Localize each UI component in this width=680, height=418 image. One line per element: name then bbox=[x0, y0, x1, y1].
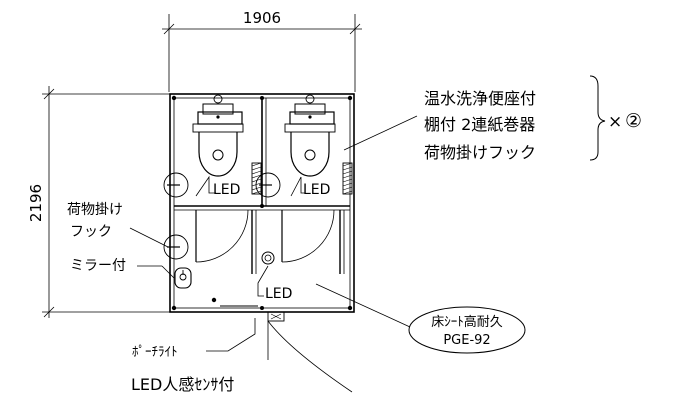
callout-brace bbox=[589, 75, 606, 161]
partitions bbox=[174, 98, 350, 274]
fixture-callout-line2: 棚付 2連紙巻器 bbox=[424, 115, 535, 134]
coat-hook-vestibule bbox=[163, 234, 189, 260]
depth-dimension-value: 2196 bbox=[27, 184, 45, 222]
width-dimension-value: 1906 bbox=[243, 9, 281, 27]
led-label-vestibule: LED bbox=[265, 286, 292, 302]
porch-light-label: ﾎﾟｰﾁﾗｲﾄ bbox=[132, 345, 178, 360]
coat-hook-label-line1: 荷物掛け bbox=[67, 202, 123, 218]
mirror-label: ミラー付 bbox=[70, 258, 126, 274]
leader-lines bbox=[129, 115, 418, 352]
coat-hook-right-stall bbox=[255, 172, 281, 198]
entrance-door bbox=[267, 311, 353, 393]
hand-sink bbox=[174, 267, 192, 289]
floor-sheet-line1: 床ｼｰﾄ高耐久 bbox=[431, 314, 503, 330]
led-label-right-stall: LED bbox=[303, 182, 330, 198]
width-dimension: 1906 bbox=[162, 9, 362, 92]
toilet-left bbox=[192, 94, 244, 177]
led-light-vestibule bbox=[261, 251, 275, 265]
paper-holder-right bbox=[342, 162, 353, 195]
callout-count: ② bbox=[625, 110, 642, 132]
depth-dimension: 2196 bbox=[27, 86, 170, 318]
fixture-callout-line1: 温水洗浄便座付 bbox=[424, 89, 536, 108]
coat-hook-left-stall bbox=[163, 172, 189, 198]
stall-door-left bbox=[195, 209, 249, 263]
floor-sheet-line2: PGE-92 bbox=[443, 333, 490, 348]
led-sensor-label: LED人感ｾﾝｻ付 bbox=[131, 375, 234, 394]
coat-hook-label-line2: フック bbox=[70, 224, 112, 240]
fixture-callout: 温水洗浄便座付 棚付 2連紙巻器 荷物掛けフック × ② bbox=[424, 75, 642, 162]
front-wall-fixtures bbox=[211, 297, 258, 307]
floor-sheet-callout: 床ｼｰﾄ高耐久 PGE-92 bbox=[408, 306, 526, 354]
fixture-callout-line3: 荷物掛けフック bbox=[424, 143, 536, 162]
toilet-right bbox=[284, 94, 336, 177]
stall-door-right bbox=[281, 209, 335, 263]
led-label-left-stall: LED bbox=[213, 182, 240, 198]
callout-multiplier: × bbox=[608, 112, 622, 132]
